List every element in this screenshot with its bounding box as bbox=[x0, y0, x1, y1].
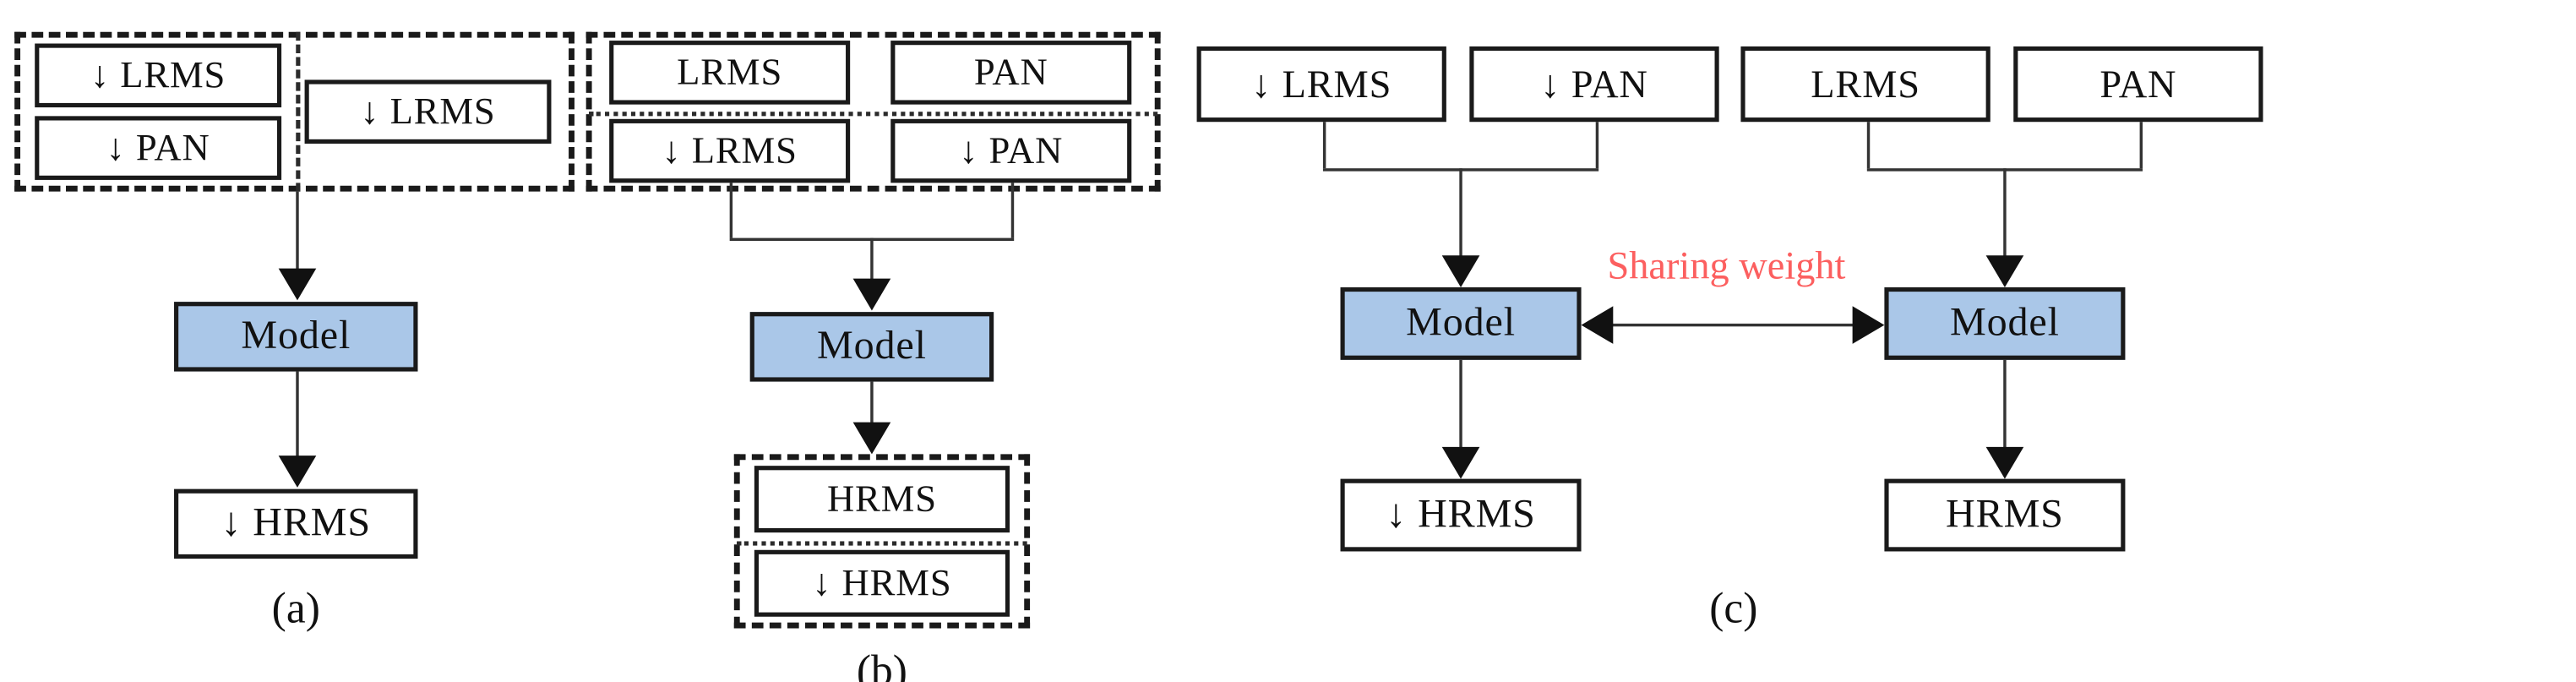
panel-b-output-hrms-down: ↓ HRMS bbox=[754, 549, 1010, 617]
panel-c-model-right: Model bbox=[1884, 286, 2126, 360]
panel-a-input-group bbox=[14, 31, 575, 192]
panel-c-left-merge-line-b bbox=[1595, 122, 1599, 169]
panel-a-box-pan-down: ↓ PAN bbox=[35, 116, 282, 180]
panel-b-model: Model bbox=[749, 312, 994, 382]
panel-c-right-merge-arrow-icon bbox=[1985, 255, 2024, 287]
panel-b-output-arrow-icon bbox=[852, 422, 891, 455]
panel-b-group-divider bbox=[589, 112, 1158, 117]
panel-b-merge-line-right bbox=[1010, 183, 1015, 238]
panel-a-box-lrms-down-target: ↓ LRMS bbox=[304, 79, 552, 144]
panel-b-merge-line-center bbox=[870, 237, 874, 282]
panel-c-right-merge-line-c bbox=[2003, 168, 2007, 259]
figure-canvas: ↓ LRMS ↓ PAN ↓ LRMS Model ↓ HRMS (a) LRM… bbox=[14, 31, 2263, 682]
panel-a-connector-arrow-icon bbox=[278, 268, 317, 301]
panel-a-model: Model bbox=[174, 302, 418, 372]
panel-b-output-group-divider bbox=[737, 541, 1027, 546]
panel-c-sharing-line bbox=[1598, 323, 1867, 327]
panel-b-box-pan: PAN bbox=[890, 41, 1132, 105]
panel-c-right-output-line bbox=[2003, 359, 2007, 450]
panel-b-box-lrms: LRMS bbox=[609, 41, 851, 105]
panel-a-connector-line bbox=[296, 191, 299, 272]
panel-c-caption: (c) bbox=[1709, 584, 1758, 633]
panel-c-left-output-line bbox=[1459, 359, 1462, 450]
panel-c-box-pan-down: ↓ PAN bbox=[1469, 46, 1719, 123]
panel-c-box-lrms-down: ↓ LRMS bbox=[1196, 46, 1446, 123]
panel-a-box-lrms-down: ↓ LRMS bbox=[35, 43, 282, 108]
panel-a-caption: (a) bbox=[271, 584, 320, 633]
panel-b-output-line bbox=[870, 381, 874, 426]
panel-c-box-lrms: LRMS bbox=[1740, 46, 1991, 123]
panel-c-right-merge-line-b bbox=[2139, 122, 2143, 169]
panel-a-output-line bbox=[296, 371, 299, 459]
panel-c-left-merge-line-a bbox=[1322, 122, 1326, 169]
panel-c-output-hrms: HRMS bbox=[1884, 478, 2126, 552]
panel-b-box-pan-down: ↓ PAN bbox=[890, 118, 1132, 183]
panel-c-sharing-weight-label: Sharing weight bbox=[1607, 243, 1846, 287]
panel-b-caption: (b) bbox=[856, 647, 907, 682]
panel-c-right-merge-line-a bbox=[1866, 122, 1871, 169]
panel-b-box-lrms-down: ↓ LRMS bbox=[609, 118, 851, 183]
panel-c-sharing-arrow-right-icon bbox=[1852, 306, 1885, 344]
panel-a-output-arrow-icon bbox=[278, 456, 317, 488]
panel-c-output-hrms-down: ↓ HRMS bbox=[1340, 478, 1582, 552]
panel-b-merge-arrow-icon bbox=[852, 278, 891, 311]
panel-b-output-hrms: HRMS bbox=[754, 466, 1010, 533]
panel-a-output-hrms-down: ↓ HRMS bbox=[174, 488, 418, 559]
panel-c-right-output-arrow-icon bbox=[1985, 446, 2024, 479]
panel-c-model-left: Model bbox=[1340, 286, 1582, 360]
panel-c-sharing-arrow-left-icon bbox=[1581, 306, 1614, 344]
panel-b-merge-line-left bbox=[729, 183, 733, 238]
panel-a-group-divider bbox=[296, 31, 301, 192]
panel-c-box-pan: PAN bbox=[2013, 46, 2263, 123]
panel-c-left-output-arrow-icon bbox=[1441, 446, 1480, 479]
panel-c-left-merge-line-c bbox=[1459, 168, 1462, 259]
panel-c-left-merge-arrow-icon bbox=[1441, 255, 1480, 287]
